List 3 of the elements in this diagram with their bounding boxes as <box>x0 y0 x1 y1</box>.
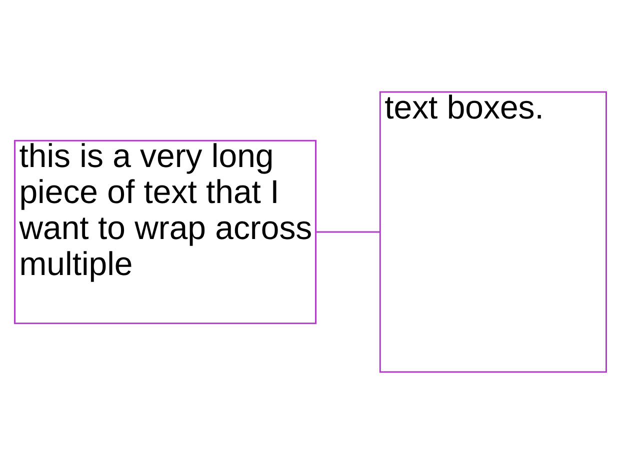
node-box: this is a very long piece of text that I want to wrap across multiple <box>14 139 316 324</box>
node-box: text boxes. <box>379 90 607 372</box>
connector <box>316 230 380 232</box>
